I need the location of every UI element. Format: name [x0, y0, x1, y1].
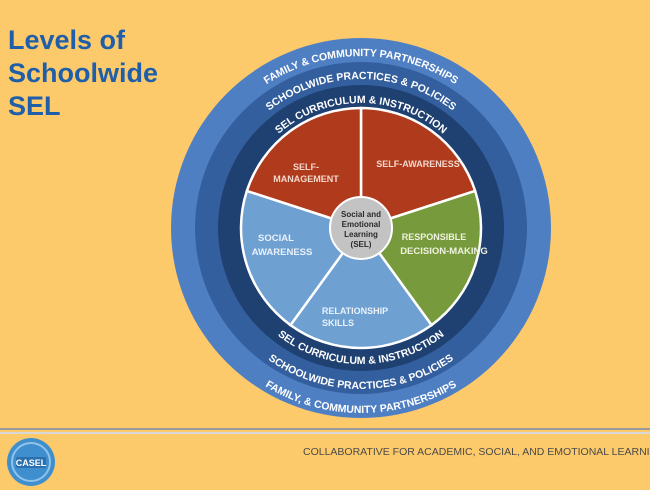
footer-divider-light	[0, 432, 650, 434]
self-management-label-1: SELF-	[293, 162, 319, 172]
center-label-1: Social and	[341, 210, 381, 219]
footer-divider	[0, 428, 650, 430]
decision-making-label-1: RESPONSIBLE	[402, 232, 467, 242]
center-label-4: (SEL)	[351, 240, 372, 249]
self-awareness-label: SELF-AWARENESS	[376, 159, 460, 169]
center-label-3: Learning	[344, 230, 378, 239]
social-awareness-label-2: AWARENESS	[252, 247, 313, 258]
page-title: Levels of Schoolwide SEL	[8, 24, 158, 123]
title-line-1: Levels of	[8, 25, 126, 55]
social-awareness-label-1: SOCIAL	[258, 233, 294, 244]
casel-logo-text: CASEL	[16, 458, 47, 468]
decision-making-label-2: DECISION-MAKING	[400, 246, 488, 257]
self-management-label-2: MANAGEMENT	[273, 174, 339, 184]
self-awareness-segment	[359, 106, 477, 230]
title-line-3: SEL	[8, 91, 61, 121]
footer-organization-name: COLLABORATIVE FOR ACADEMIC, SOCIAL, AND …	[303, 446, 650, 458]
title-line-2: Schoolwide	[8, 58, 159, 88]
center-label-2: Emotional	[342, 220, 381, 229]
relationship-skills-label-1: RELATIONSHIP	[322, 306, 388, 316]
relationship-skills-segment	[288, 225, 434, 350]
self-management-segment	[245, 106, 363, 230]
relationship-skills-label-2: SKILLS	[322, 318, 354, 328]
casel-logo: CASEL	[7, 438, 55, 486]
center-circle	[329, 196, 393, 260]
